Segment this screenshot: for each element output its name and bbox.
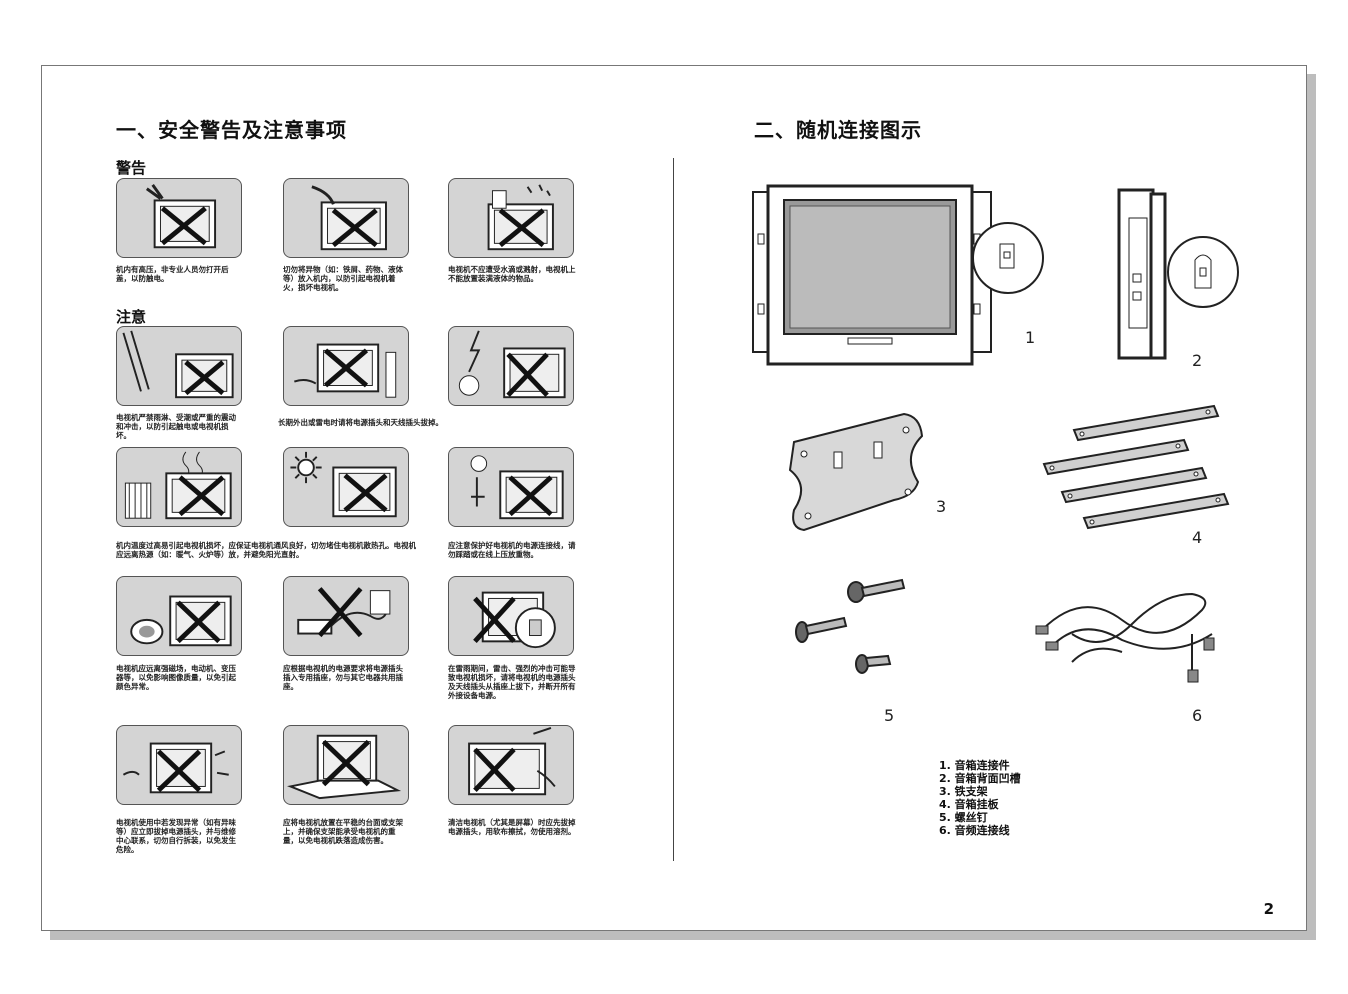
legend-item: 1. 音箱连接件 — [939, 759, 1010, 772]
caption-rain-moisture: 电视机严禁雨淋、受潮或严重的震动和冲击，以防引起触电或电视机损坏。 — [116, 413, 236, 440]
caution-panel-power-cord — [448, 447, 574, 527]
warning-panel-foreign-objects — [283, 178, 409, 258]
caution-panel-stable-surface — [283, 725, 409, 805]
safety-section-title: 一、安全警告及注意事项 — [116, 118, 347, 142]
caution-panel-magnetic — [116, 576, 242, 656]
figure-number-2: 2 — [1192, 351, 1203, 370]
column-divider — [673, 158, 674, 861]
manual-page: 一、安全警告及注意事项 警告 机内有高压，非专业人员勿打开后盖，以防触电。 切勿… — [41, 65, 1307, 931]
figure-number-3: 3 — [936, 497, 947, 516]
caption-thunderstorm: 在雷雨期间，雷击、强烈的冲击可能导致电视机损坏，请将电视机的电源插头及天线插头从… — [448, 664, 576, 700]
legend-item: 5. 螺丝钉 — [939, 811, 988, 824]
parts-legend: 1. 音箱连接件 2. 音箱背面凹槽 3. 铁支架 4. 音箱挂板 5. 螺丝钉… — [939, 759, 1021, 837]
caution-panel-lightning — [448, 326, 574, 406]
caution-heading: 注意 — [116, 308, 147, 326]
speaker-side-figure — [1117, 188, 1239, 360]
caution-panel-unplug — [283, 326, 409, 406]
warning-panel-liquids — [448, 178, 574, 258]
connection-section-title: 二、随机连接图示 — [754, 118, 922, 142]
caption-high-voltage: 机内有高压，非专业人员勿打开后盖，以防触电。 — [116, 265, 229, 283]
figure-number-6: 6 — [1192, 706, 1203, 725]
warning-panel-high-voltage — [116, 178, 242, 258]
legend-item: 2. 音箱背面凹槽 — [939, 772, 1021, 785]
figure-number-1: 1 — [1025, 328, 1036, 347]
caution-panel-thunderstorm — [448, 576, 574, 656]
legend-item: 3. 铁支架 — [939, 785, 988, 798]
caption-heat: 机内温度过高易引起电视机损坏，应保证电视机通风良好，切勿堵住电视机散热孔。电视机… — [116, 541, 416, 559]
caution-panel-abnormality — [116, 725, 242, 805]
speaker-hanging-plates-figure — [1042, 404, 1230, 530]
caution-panel-heat — [116, 447, 242, 527]
caption-outlet: 应根据电视机的电源要求将电源插头插入专用插座，勿与其它电器共用插座。 — [283, 664, 403, 691]
screws-figure — [795, 578, 906, 674]
page-number: 2 — [1263, 900, 1274, 918]
caption-foreign-objects: 切勿将异物（如：铁屑、药物、液体等）放入机内，以防引起电视机着火，损坏电视机。 — [283, 265, 403, 292]
caption-abnormality: 电视机使用中若发现异常（如有异味等）应立即拔掉电源插头，并与维修中心联系，切勿自… — [116, 818, 236, 854]
caution-panel-cleaning — [448, 725, 574, 805]
iron-bracket-figure — [788, 412, 924, 532]
caption-unplug: 长期外出或雷电时请将电源插头和天线插头拔掉。 — [278, 418, 443, 427]
audio-cable-figure — [1035, 592, 1215, 683]
caption-magnetic: 电视机应远离强磁场，电动机、变压器等，以免影响图像质量，以免引起颜色异常。 — [116, 664, 236, 691]
caption-liquids: 电视机不应遭受水滴或溅射，电视机上不能放置装满液体的物品。 — [448, 265, 576, 283]
caption-power-cord: 应注意保护好电视机的电源连接线，请勿踩踏或在线上压放重物。 — [448, 541, 576, 559]
figure-number-4: 4 — [1192, 528, 1203, 547]
caution-panel-sunlight — [283, 447, 409, 527]
caution-panel-outlet — [283, 576, 409, 656]
caption-cleaning: 清洁电视机（尤其是屏幕）时应先拔掉电源插头，用软布擦拭，勿使用溶剂。 — [448, 818, 576, 836]
warning-heading: 警告 — [116, 159, 147, 177]
caption-stable-surface: 应将电视机放置在平稳的台面或支架上，并确保支架能承受电视机的重量，以免电视机跌落… — [283, 818, 403, 845]
legend-item: 4. 音箱挂板 — [939, 798, 999, 811]
figure-number-5: 5 — [884, 706, 895, 725]
legend-item: 6. 音频连接线 — [939, 824, 1010, 837]
caution-panel-rain-moisture — [116, 326, 242, 406]
tv-front-figure — [752, 184, 1044, 366]
